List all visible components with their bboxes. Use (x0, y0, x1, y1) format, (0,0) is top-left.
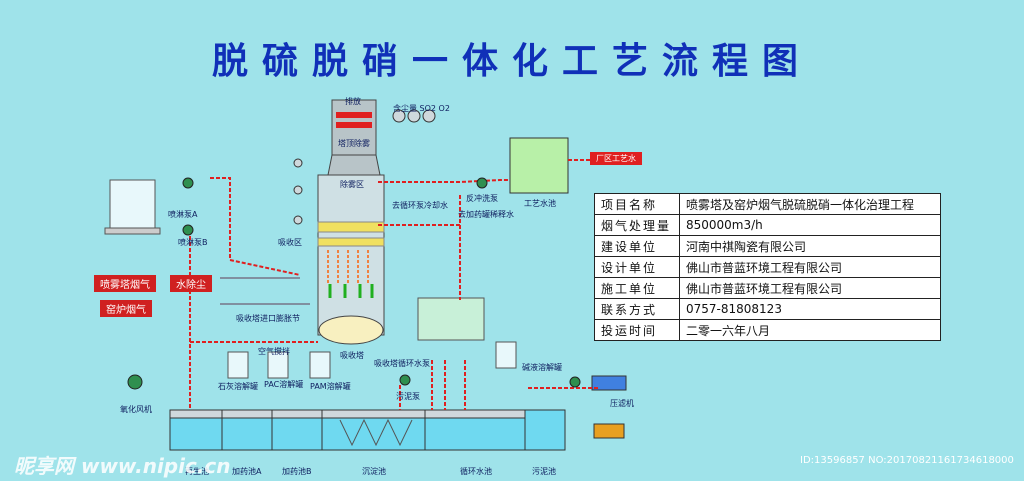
tag-water-dust: 水除尘 (170, 275, 212, 292)
info-key: 烟气处理量 (594, 214, 680, 236)
label-lime-tank: 石灰溶解罐 (218, 382, 258, 391)
label-filter-press: 压滤机 (610, 399, 634, 408)
watermark: 昵享网 www.nipic.cn (14, 454, 231, 478)
watermark-id: ID:13596857 NO:20170821161734618000 (800, 455, 1014, 466)
page-title: 脱硫脱硝一体化工艺流程图 (211, 41, 812, 82)
label-inlet-joint: 吸收塔进口膨胀节 (236, 314, 300, 323)
info-row: 投运时间二零一六年八月 (594, 319, 941, 341)
label-absorb-zone: 吸收区 (278, 238, 302, 247)
info-row: 项目名称喷雾塔及窑炉烟气脱硫脱硝一体化治理工程 (594, 193, 941, 215)
label-pool-circ: 循环水池 (460, 467, 492, 476)
info-value: 喷雾塔及窑炉烟气脱硫脱硝一体化治理工程 (679, 193, 941, 215)
label-demist-zone: 除雾区 (340, 180, 364, 189)
info-value: 850000m3/h (679, 214, 941, 236)
label-pool-b: 加药池B (282, 467, 312, 476)
info-key: 项目名称 (594, 193, 680, 215)
gauges (293, 109, 436, 225)
settling-cones (339, 418, 413, 447)
info-row: 设计单位佛山市普蓝环境工程有限公司 (594, 256, 941, 278)
info-row: 施工单位佛山市普蓝环境工程有限公司 (594, 277, 941, 299)
info-value: 佛山市普蓝环境工程有限公司 (679, 256, 941, 278)
info-value: 河南中祺陶瓷有限公司 (679, 235, 941, 257)
tag-kiln-gas: 窑炉烟气 (100, 300, 152, 317)
label-spray-pump-b: 喷淋泵B (178, 238, 208, 247)
water-tank (109, 179, 156, 229)
label-to-dosing: 去加药罐稀释水 (458, 210, 514, 219)
tag-factory-water: 厂区工艺水 (590, 152, 642, 165)
label-pam-tank: PAM溶解罐 (310, 382, 351, 391)
info-value: 0757-81808123 (679, 298, 941, 320)
sludge-pool-block (524, 409, 566, 451)
label-backwash-pump: 反冲洗泵 (466, 194, 498, 203)
info-key: 建设单位 (594, 235, 680, 257)
info-value: 佛山市普蓝环境工程有限公司 (679, 277, 941, 299)
info-key: 施工单位 (594, 277, 680, 299)
label-circ-pump: 吸收塔循环水泵 (374, 359, 430, 368)
filter-press (591, 375, 627, 391)
tag-spray-tower-gas: 喷雾塔烟气 (94, 275, 156, 292)
spray-lines (327, 250, 369, 285)
dosing-box (417, 297, 485, 341)
label-oxidation-fan: 氧化风机 (120, 405, 152, 414)
label-pool-sludge: 污泥池 (532, 467, 556, 476)
info-key: 投运时间 (594, 319, 680, 341)
label-sludge-pump: 污泥泵 (396, 392, 420, 401)
label-pool-a: 加药池A (232, 467, 262, 476)
process-water-pool (509, 137, 569, 194)
info-row: 建设单位河南中祺陶瓷有限公司 (594, 235, 941, 257)
info-key: 设计单位 (594, 256, 680, 278)
label-absorber: 吸收塔 (340, 351, 364, 360)
pumps (127, 177, 581, 390)
label-pac-tank: PAC溶解罐 (264, 380, 304, 389)
label-spray-pump-a: 喷淋泵A (168, 210, 198, 219)
label-dust-gas: 含尘量 SO2 O2 (393, 104, 450, 113)
truck (593, 423, 625, 439)
label-pool-settle: 沉淀池 (362, 467, 386, 476)
label-process-pool: 工艺水池 (524, 199, 556, 208)
label-exhaust: 排放 (345, 97, 361, 106)
label-pool-regen: 再生池 (185, 467, 209, 476)
gas-flow-arrows (328, 284, 374, 298)
label-air-stir: 空气搅拌 (258, 347, 290, 356)
label-alkali-tank: 碱液溶解罐 (522, 363, 562, 372)
info-key: 联系方式 (594, 298, 680, 320)
label-to-cooling: 去循环泵冷却水 (392, 201, 448, 210)
label-top-demister: 塔顶除雾 (338, 139, 370, 148)
info-value: 二零一六年八月 (679, 319, 941, 341)
